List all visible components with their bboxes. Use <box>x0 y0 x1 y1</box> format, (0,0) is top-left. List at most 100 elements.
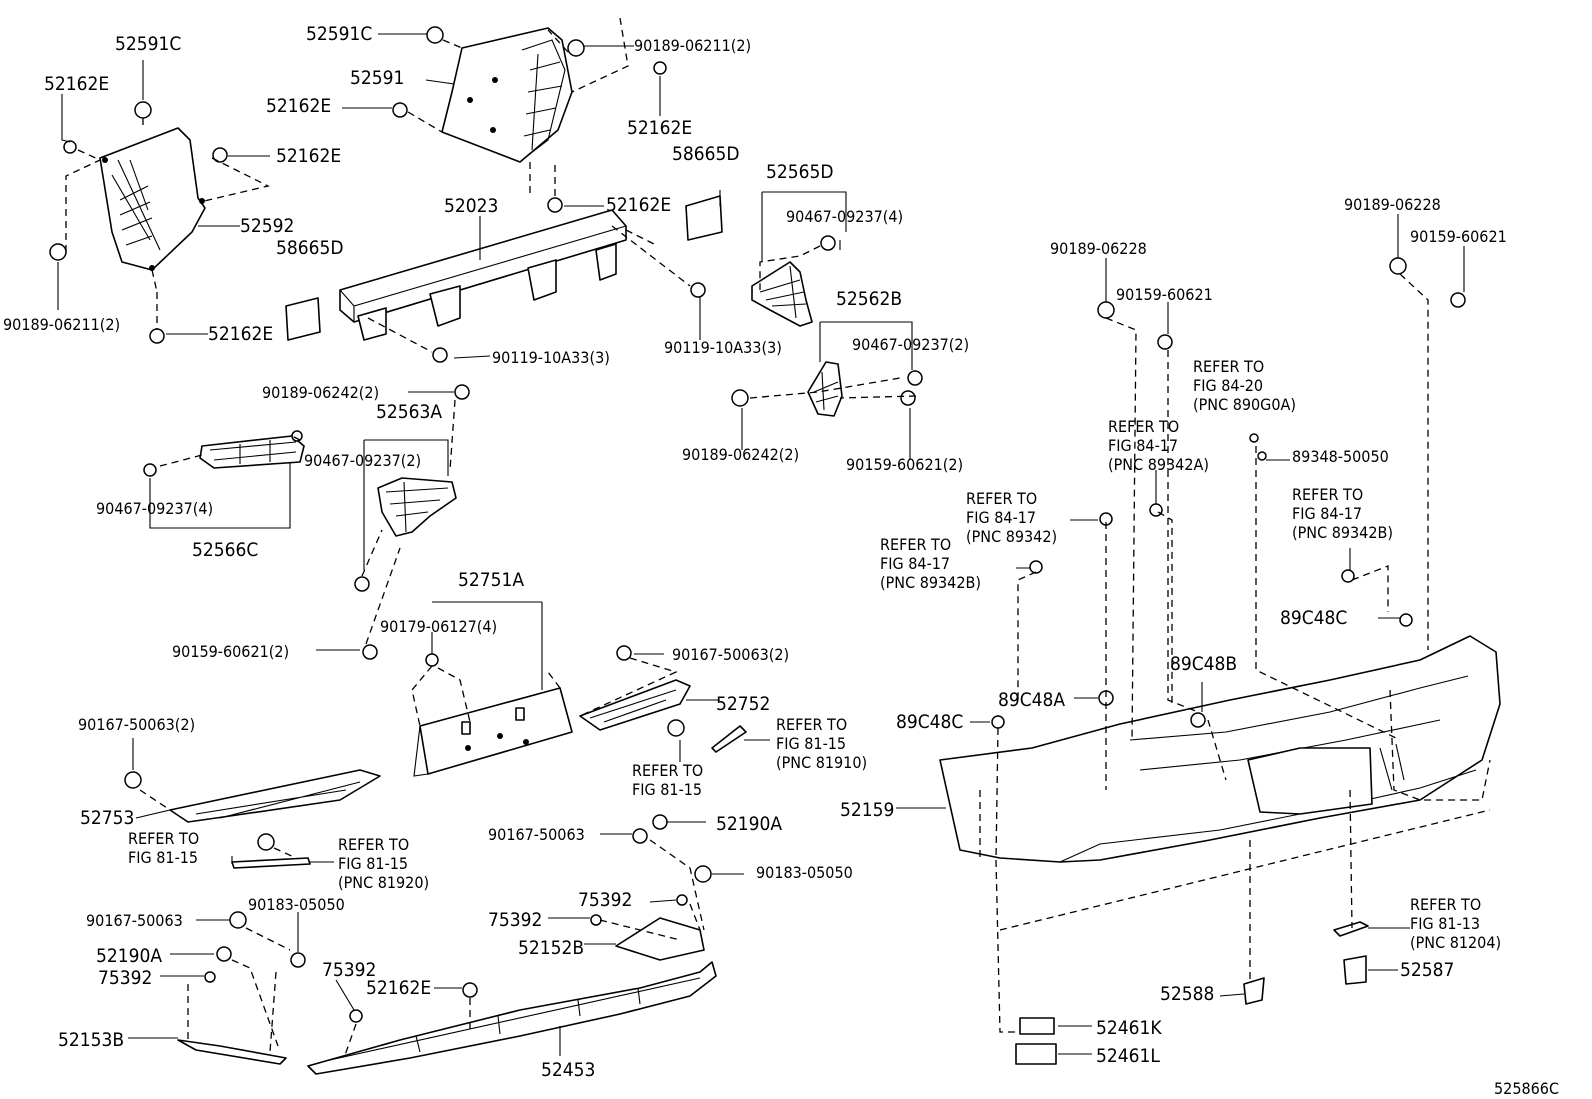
part-number-label: 52152B <box>518 937 584 959</box>
part-number-label: 90167-50063 <box>488 825 585 844</box>
bracket-52562B <box>807 361 843 417</box>
retainer-52591 <box>441 27 573 163</box>
part-number-label: 90159-60621(2) <box>846 455 963 474</box>
part-number-label: 52752 <box>716 693 770 715</box>
leader-lines <box>57 33 1465 1056</box>
part-number-label: 75392 <box>488 909 542 931</box>
retainer-52592 <box>99 127 206 271</box>
part-number-label: 52162E <box>266 95 331 117</box>
part-number-label: 90189-06211(2) <box>3 315 120 334</box>
part-number-label: 90467-09237(4) <box>786 207 903 226</box>
part-number-label: 52591C <box>306 23 372 45</box>
part-number-label: 52190A <box>716 813 782 835</box>
part-number-label: 52562B <box>836 288 902 310</box>
part-number-label: 52563A <box>376 401 442 423</box>
bracket-52566C <box>199 435 305 469</box>
part-number-label: 90189-06242(2) <box>682 445 799 464</box>
part-number-label: 52587 <box>1400 959 1454 981</box>
part-number-label: 52566C <box>192 539 258 561</box>
part-number-label: 89C48C <box>896 711 963 733</box>
part-number-label: 89C48C <box>1280 607 1347 629</box>
part-number-label: 90183-05050 <box>756 863 853 882</box>
part-number-label: 90159-60621(2) <box>172 642 289 661</box>
reflector-strip-81910 <box>711 725 747 753</box>
lower-cover-52453 <box>307 961 717 1075</box>
part-number-label: 90159-60621 <box>1116 285 1213 304</box>
part-number-label: 89C48A <box>998 689 1065 711</box>
reflector-52461L <box>1015 1043 1057 1065</box>
part-number-label: 52565D <box>766 161 834 183</box>
part-number-label: 89C48B <box>1170 653 1237 675</box>
part-number-label: 90189-06242(2) <box>262 383 379 402</box>
fasteners <box>49 26 1466 1023</box>
reflector-52461K <box>1019 1017 1055 1035</box>
callout-labels: 52591C 52162E 52162E 52592 90189-06211(2) 521… <box>3 23 1559 1098</box>
pad-58665D-upper <box>685 195 723 241</box>
part-number-label: 52153B <box>58 1029 124 1051</box>
part-number-label: 52162E <box>276 145 341 167</box>
part-number-label: 52591 <box>350 67 404 89</box>
part-number-label: 58665D <box>276 237 344 259</box>
part-number-label: 52751A <box>458 569 524 591</box>
part-number-label: 52588 <box>1160 983 1214 1005</box>
side-support-52753 <box>169 769 381 823</box>
part-number-label: 52162E <box>44 73 109 95</box>
part-number-label: 90189-06228 <box>1344 195 1441 214</box>
part-number-label: 52162E <box>606 194 671 216</box>
part-number-label: 90179-06127(4) <box>380 617 497 636</box>
part-number-label: 52592 <box>240 215 294 237</box>
part-number-label: 90119-10A33(3) <box>492 348 610 367</box>
pad-52587 <box>1343 955 1367 985</box>
assembly-lines <box>65 17 1491 1059</box>
part-number-label: 90467-09237(2) <box>304 451 421 470</box>
stay-52751A <box>413 687 573 777</box>
diagram-id: 525866C <box>1494 1079 1559 1098</box>
cover-52152B <box>615 917 705 961</box>
part-number-label: 89348-50050 <box>1292 447 1389 466</box>
part-number-label: 52461L <box>1096 1045 1160 1067</box>
part-number-label: 52162E <box>208 323 273 345</box>
bracket-52563A <box>377 477 457 537</box>
bracket-52565D <box>751 261 813 327</box>
reinforcement-52023 <box>339 209 627 341</box>
part-number-label: 58665D <box>672 143 740 165</box>
part-number-label: 90167-50063 <box>86 911 183 930</box>
part-number-label: 52023 <box>444 195 498 217</box>
part-number-label: 75392 <box>578 889 632 911</box>
part-number-label: 90189-06228 <box>1050 239 1147 258</box>
bumper-cover-52159 <box>939 635 1501 863</box>
part-number-label: 52753 <box>80 807 134 829</box>
part-number-label: 52159 <box>840 799 894 821</box>
part-number-label: 90167-50063(2) <box>78 715 195 734</box>
part-number-label: 90467-09237(4) <box>96 499 213 518</box>
part-number-label: 90189-06211(2) <box>634 36 751 55</box>
part-number-label: 52162E <box>627 117 692 139</box>
cover-52153B <box>177 1039 287 1065</box>
part-number-label: 90159-60621 <box>1410 227 1507 246</box>
part-number-label: 52461K <box>1096 1017 1162 1039</box>
part-drawings <box>99 27 1501 1075</box>
part-number-label: 52591C <box>115 33 181 55</box>
part-number-label: 52190A <box>96 945 162 967</box>
reflector-strip-81920 <box>231 857 311 869</box>
part-number-label: 75392 <box>98 967 152 989</box>
part-number-label: 52162E <box>366 977 431 999</box>
side-support-52752 <box>579 679 691 731</box>
part-number-label: 90183-05050 <box>248 895 345 914</box>
part-number-label: 90119-10A33(3) <box>664 338 782 357</box>
part-number-label: 90167-50063(2) <box>672 645 789 664</box>
part-number-label: 75392 <box>322 959 376 981</box>
pad-52588 <box>1243 977 1265 1005</box>
part-number-label: 52453 <box>541 1059 595 1081</box>
